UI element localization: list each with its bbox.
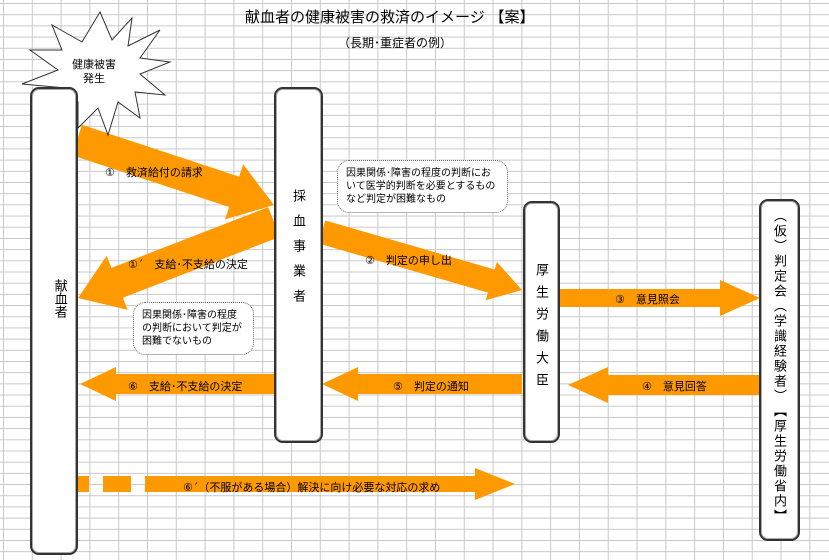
minister-label: 厚生労働大臣 bbox=[533, 263, 548, 395]
arrow6p-request bbox=[145, 468, 515, 500]
arrow1-request bbox=[71, 124, 274, 220]
arrow1-label: ① 救済給付の請求 bbox=[105, 166, 203, 179]
note-simple: 因果関係･障害の程度の判断において判定が困難でないもの bbox=[133, 302, 254, 355]
arrow2-referral bbox=[318, 220, 522, 301]
arrow5-notice bbox=[322, 367, 522, 401]
arrow1p-label: ①´ 支給･不支給の決定 bbox=[128, 258, 248, 271]
collector-box: 採血事業者 bbox=[274, 87, 323, 443]
burst-label: 健康被害 発生 bbox=[72, 58, 116, 86]
arrow6p-label: ⑥´（不服がある場合）解決に向け必要な対応の求め bbox=[183, 481, 441, 494]
donor-box: 献血者 bbox=[30, 87, 78, 555]
page-subtitle: （長期･重症者の例） bbox=[338, 36, 453, 50]
arrow6p-dash1 bbox=[77, 476, 89, 492]
arrow2-label: ② 判定の申し出 bbox=[365, 254, 452, 267]
arrow1p-decision bbox=[78, 207, 280, 310]
collector-label: 採血事業者 bbox=[290, 189, 305, 314]
arrow3-inquiry bbox=[560, 280, 760, 316]
arrow3-label: ③ 意見照会 bbox=[615, 293, 680, 306]
note-medical: 因果関係･障害の程度の判断において医学的判断を必要とするものなど判定が困難なもの bbox=[337, 160, 508, 213]
arrow6-decision bbox=[80, 367, 274, 401]
arrow5-label: ⑤ 判定の通知 bbox=[393, 380, 469, 393]
minister-box: 厚生労働大臣 bbox=[523, 201, 560, 443]
committee-box: ︵仮︶判定会︵学識経験者︶【厚生労働省内】 bbox=[759, 199, 800, 541]
arrow4-reply bbox=[568, 367, 760, 403]
burst-line2: 発生 bbox=[83, 72, 105, 85]
arrow6p-dash2 bbox=[103, 476, 131, 492]
page-title: 献血者の健康被害の救済のイメージ 【案】 bbox=[245, 8, 535, 26]
donor-label: 献血者 bbox=[51, 279, 67, 318]
arrow6-label: ⑥ 支給･不支給の決定 bbox=[128, 380, 243, 393]
burst-line1: 健康被害 bbox=[72, 58, 116, 71]
committee-label: ︵仮︶判定会︵学識経験者︶【厚生労働省内】 bbox=[771, 209, 786, 524]
arrow4-label: ④ 意見回答 bbox=[642, 380, 707, 393]
